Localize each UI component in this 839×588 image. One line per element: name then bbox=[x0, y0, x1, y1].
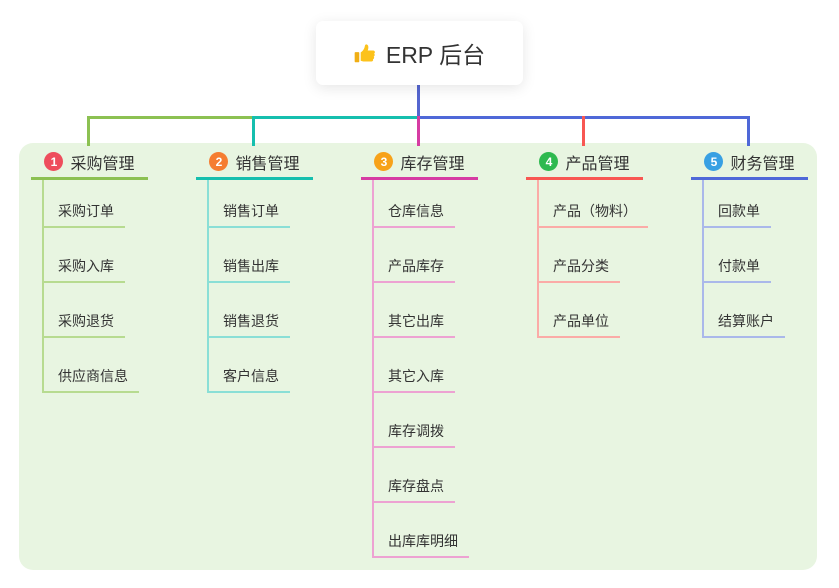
root-connector-line bbox=[417, 84, 420, 119]
branch-label: 产品管理 bbox=[565, 155, 630, 173]
mindmap-item[interactable]: 仓库信息 bbox=[372, 201, 455, 228]
branch-connector-line bbox=[42, 180, 44, 393]
mindmap-item[interactable]: 产品（物料） bbox=[537, 201, 648, 228]
mindmap-item[interactable]: 产品单位 bbox=[537, 311, 620, 338]
branches-panel bbox=[19, 143, 817, 570]
mindmap-item[interactable]: 产品分类 bbox=[537, 256, 620, 283]
connector-line bbox=[747, 116, 750, 146]
branch-node-3[interactable]: 3 库存管理 bbox=[361, 146, 478, 180]
mindmap-item[interactable]: 出库库明细 bbox=[372, 531, 469, 558]
mindmap-item[interactable]: 客户信息 bbox=[207, 366, 290, 393]
mindmap-item[interactable]: 结算账户 bbox=[702, 311, 785, 338]
connector-line bbox=[253, 116, 418, 119]
root-title: ERP 后台 bbox=[385, 42, 486, 68]
mindmap-item[interactable]: 产品库存 bbox=[372, 256, 455, 283]
mindmap-item[interactable]: 采购退货 bbox=[42, 311, 125, 338]
branch-connector-line bbox=[702, 180, 704, 338]
branch-number-badge: 4 bbox=[539, 152, 559, 171]
branch-node-2[interactable]: 2 销售管理 bbox=[196, 146, 313, 180]
mindmap-item[interactable]: 采购入库 bbox=[42, 256, 125, 283]
branch-number-badge: 1 bbox=[44, 152, 64, 171]
mindmap-item[interactable]: 销售订单 bbox=[207, 201, 290, 228]
mindmap-item[interactable]: 库存盘点 bbox=[372, 476, 455, 503]
mindmap-item[interactable]: 其它出库 bbox=[372, 311, 455, 338]
mindmap-item[interactable]: 其它入库 bbox=[372, 366, 455, 393]
mindmap-item[interactable]: 销售退货 bbox=[207, 311, 290, 338]
connector-line bbox=[582, 116, 585, 146]
branch-connector-line bbox=[207, 180, 209, 393]
mindmap-item[interactable]: 供应商信息 bbox=[42, 366, 139, 393]
branch-label: 销售管理 bbox=[235, 155, 300, 173]
branch-number-badge: 3 bbox=[374, 152, 394, 171]
branch-node-4[interactable]: 4 产品管理 bbox=[526, 146, 643, 180]
branch-label: 采购管理 bbox=[70, 155, 135, 173]
mindmap-item[interactable]: 采购订单 bbox=[42, 201, 125, 228]
mindmap-item[interactable]: 销售出库 bbox=[207, 256, 290, 283]
mindmap-item[interactable]: 回款单 bbox=[702, 201, 771, 228]
connector-line bbox=[88, 116, 253, 119]
branch-node-5[interactable]: 5 财务管理 bbox=[691, 146, 808, 180]
root-node[interactable]: ERP 后台 bbox=[316, 21, 523, 85]
branch-node-1[interactable]: 1 采购管理 bbox=[31, 146, 148, 180]
connector-line bbox=[417, 116, 420, 146]
mindmap-item[interactable]: 库存调拨 bbox=[372, 421, 455, 448]
thumbs-up-icon bbox=[354, 42, 377, 65]
connector-line bbox=[252, 116, 255, 146]
mindmap-item[interactable]: 付款单 bbox=[702, 256, 771, 283]
connector-line bbox=[87, 116, 90, 146]
branch-number-badge: 2 bbox=[209, 152, 229, 171]
branch-connector-line bbox=[537, 180, 539, 338]
branch-label: 财务管理 bbox=[730, 155, 795, 173]
branch-label: 库存管理 bbox=[400, 155, 465, 173]
branch-connector-line bbox=[372, 180, 374, 558]
branch-number-badge: 5 bbox=[704, 152, 724, 171]
